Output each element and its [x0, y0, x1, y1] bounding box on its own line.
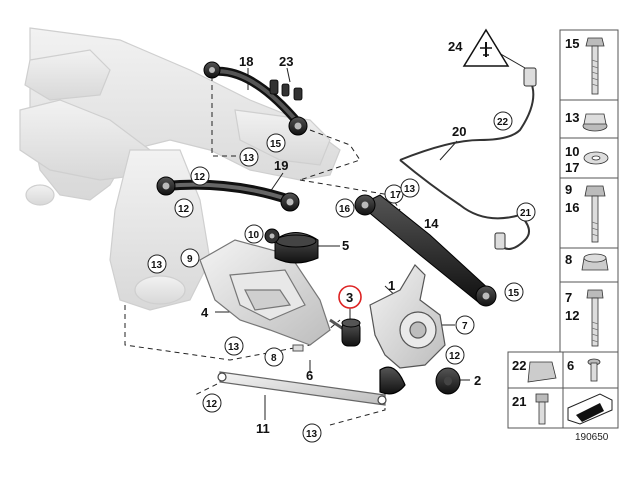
wheel-carrier [369, 264, 446, 395]
svg-text:15: 15 [508, 288, 520, 299]
sidebar-item-16: 16 [565, 200, 579, 215]
label-5: 5 [342, 238, 349, 253]
svg-text:16: 16 [339, 204, 351, 215]
flange-bolt-icon [585, 37, 605, 95]
hardware-sidebar: 15 13 10 17 9 16 8 7 12 22 6 21 [507, 29, 619, 429]
callout-10: 10 [244, 224, 264, 244]
sidebar-item-6: 6 [567, 358, 574, 373]
washer-part [292, 344, 304, 352]
callout-21: 21 [516, 202, 536, 222]
svg-text:13: 13 [243, 153, 255, 164]
sidebar-item-13: 13 [565, 110, 579, 125]
callout-16: 16 [335, 198, 355, 218]
label-6: 6 [306, 368, 313, 383]
svg-text:7: 7 [462, 321, 468, 332]
callout-15a: 15 [266, 133, 286, 153]
warning-sign-icon [462, 28, 510, 67]
callout-13d: 13 [224, 336, 244, 356]
callout-17: 17 [384, 184, 404, 204]
rubber-mount-2 [435, 367, 461, 395]
screw-icon [587, 358, 601, 382]
part-labels: 18 23 19 5 4 1 24 20 14 2 6 11 [201, 39, 481, 436]
callout-7: 7 [455, 315, 475, 335]
sidebar-item-7: 7 [565, 290, 572, 305]
callout-8: 8 [264, 347, 284, 367]
svg-text:12: 12 [178, 204, 190, 215]
callout-12a: 12 [190, 166, 210, 186]
callout-13e: 13 [302, 423, 322, 443]
sidebar-item-8: 8 [565, 252, 572, 267]
sidebar-item-12: 12 [565, 308, 579, 323]
camber-arm [156, 176, 300, 212]
rubber-bearing [341, 318, 361, 347]
callout-9: 9 [180, 248, 200, 268]
label-24: 24 [448, 39, 463, 54]
hex-bolt-icon [584, 185, 606, 243]
svg-text:10: 10 [248, 230, 260, 241]
callout-15b: 15 [504, 282, 524, 302]
sidebar-item-17: 17 [565, 160, 579, 175]
callout-12d: 12 [202, 393, 222, 413]
label-19: 19 [274, 158, 288, 173]
svg-text:8: 8 [271, 353, 277, 364]
hex-nut-icon [581, 253, 609, 271]
label-2: 2 [474, 373, 481, 388]
svg-text:13: 13 [151, 260, 163, 271]
long-bolt-icon [586, 289, 604, 347]
svg-text:3: 3 [346, 290, 353, 305]
label-20: 20 [452, 124, 466, 139]
svg-text:15: 15 [270, 139, 282, 150]
clip-icon [527, 361, 557, 383]
callout-13a: 13 [239, 147, 259, 167]
washer-icon [583, 151, 609, 165]
upper-control-arm [203, 61, 308, 136]
strut-bar [217, 371, 387, 406]
label-18: 18 [239, 54, 253, 69]
label-11: 11 [256, 421, 270, 436]
svg-text:21: 21 [520, 208, 532, 219]
socket-screw-icon [535, 393, 549, 425]
svg-text:22: 22 [497, 117, 509, 128]
label-14: 14 [424, 216, 439, 231]
svg-text:13: 13 [228, 342, 240, 353]
bracket-part [269, 79, 303, 101]
reference-number: 190650 [575, 432, 609, 443]
svg-text:12: 12 [206, 399, 218, 410]
label-1: 1 [388, 278, 395, 293]
arrow-icon [567, 393, 613, 425]
svg-text:12: 12 [194, 172, 206, 183]
callout-13c: 13 [400, 178, 420, 198]
rear-subframe [19, 27, 341, 311]
highlight-callout-3: 3 [338, 285, 362, 309]
rubber-mount [274, 232, 319, 264]
label-4: 4 [201, 305, 209, 320]
label-23: 23 [279, 54, 293, 69]
callout-13b: 13 [147, 254, 167, 274]
svg-text:13: 13 [306, 429, 318, 440]
sidebar-item-22: 22 [512, 358, 526, 373]
svg-text:13: 13 [404, 184, 416, 195]
trailing-arm [354, 194, 497, 307]
sidebar-item-21: 21 [512, 394, 526, 409]
sensor-wire [399, 67, 537, 250]
sidebar-item-9: 9 [565, 182, 572, 197]
svg-text:17: 17 [390, 190, 402, 201]
flange-nut-icon [582, 113, 608, 132]
callout-22: 22 [493, 111, 513, 131]
circled-callouts: 15 13 12 12 10 13 16 17 13 22 21 15 7 12… [147, 111, 536, 443]
sidebar-item-15: 15 [565, 36, 579, 51]
svg-text:9: 9 [187, 254, 193, 265]
callout-12b: 12 [174, 198, 194, 218]
bush-10 [264, 228, 280, 244]
svg-text:12: 12 [449, 351, 461, 362]
callout-12c: 12 [445, 345, 465, 365]
sidebar-item-10: 10 [565, 144, 579, 159]
wishbone [199, 239, 346, 346]
